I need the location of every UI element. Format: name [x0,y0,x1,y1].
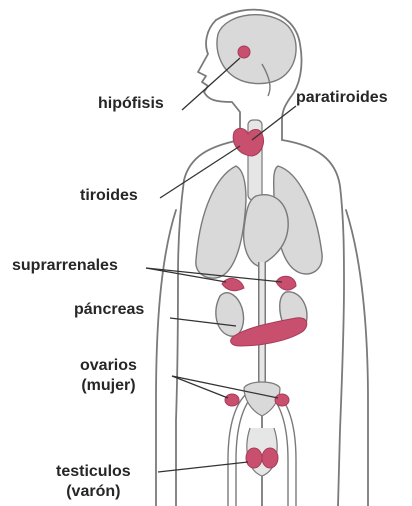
label-pancreas: páncreas [74,300,144,320]
label-ovarios-line2: (mujer) [80,376,137,396]
label-ovarios-line1: ovarios [80,356,137,376]
left-adrenal-gland [222,278,244,290]
right-testis [262,448,278,468]
right-adrenal-gland [276,276,296,290]
left-kidney [216,293,244,336]
label-paratiroides: paratiroides [296,88,388,108]
right-ovary [275,394,289,406]
label-testiculos-line2: (varón) [56,482,131,502]
left-lung [196,166,246,278]
brain-shape [217,15,296,84]
heart [244,195,289,266]
label-testiculos: testiculos (varón) [56,462,131,502]
label-hipofisis: hipófisis [98,94,164,114]
label-tiroides: tiroides [80,186,138,206]
label-suprarrenales: suprarrenales [12,256,118,276]
left-testis [246,448,262,468]
label-testiculos-line1: testiculos [56,462,131,482]
label-ovarios: ovarios (mujer) [80,356,137,396]
left-ovary [225,394,239,406]
pituitary-gland [238,46,250,58]
